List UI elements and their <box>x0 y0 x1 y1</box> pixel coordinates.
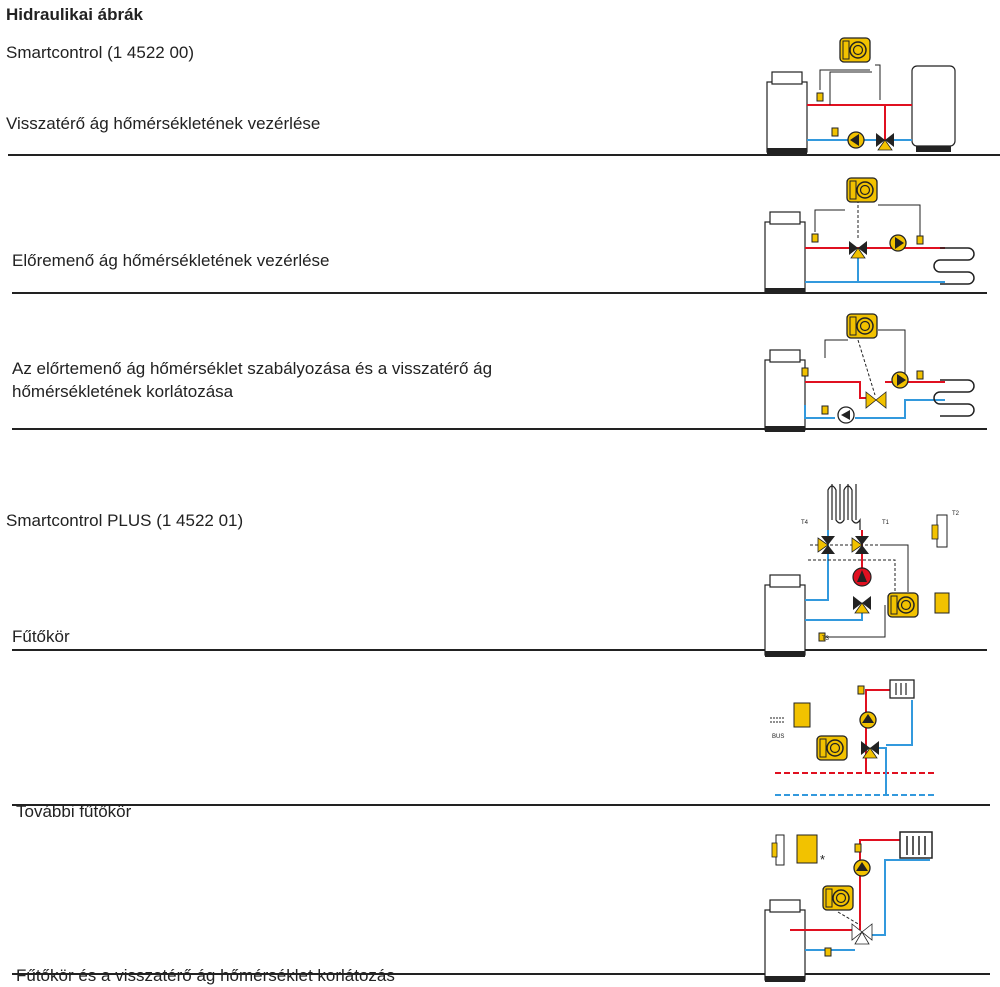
diagram-circuit-return-limit: * <box>764 831 933 983</box>
diagram-flow-return-limit <box>764 313 975 433</box>
diagram-flow-control <box>764 177 975 295</box>
page-heading: Hidraulikai ábrák <box>6 5 144 24</box>
section-divider <box>12 292 987 294</box>
section-divider <box>8 154 1000 156</box>
section-divider <box>12 804 990 806</box>
section-divider <box>12 428 987 430</box>
sensor-label-t4: T4 <box>801 520 809 526</box>
diagram-heating-circuit-plus: T4 T1 T2 T3 <box>764 484 960 658</box>
group-title-smartcontrol: Smartcontrol (1 4522 00) <box>6 43 195 62</box>
group-title-smartcontrol-plus: Smartcontrol PLUS (1 4522 01) <box>6 511 244 530</box>
sensor-label-t1: T1 <box>882 520 890 526</box>
section-label-flow-return-line2: hőmérsékletének korlátozása <box>12 382 234 401</box>
diagram-return-control <box>766 37 956 155</box>
section-label-additional-circuit: További fűtőkör <box>16 802 132 821</box>
diagram-additional-circuit: BUS <box>770 679 935 796</box>
section-label-heating-circuit: Fűtőkör <box>12 627 70 646</box>
section-label-flow-control: Előremenő ág hőmérsékletének vezérlése <box>12 251 330 270</box>
bus-label: BUS <box>772 734 784 740</box>
sensor-label-t2: T2 <box>952 511 960 517</box>
section-label-return-control: Visszatérő ág hőmérsékletének vezérlése <box>6 114 321 133</box>
sensor-label-t3: T3 <box>822 636 830 642</box>
section-label-flow-return-line1: Az előrtemenő ág hőmérséklet szabályozás… <box>12 359 493 378</box>
section-divider <box>12 973 990 975</box>
asterisk-note: * <box>820 852 825 867</box>
section-divider <box>12 649 987 651</box>
